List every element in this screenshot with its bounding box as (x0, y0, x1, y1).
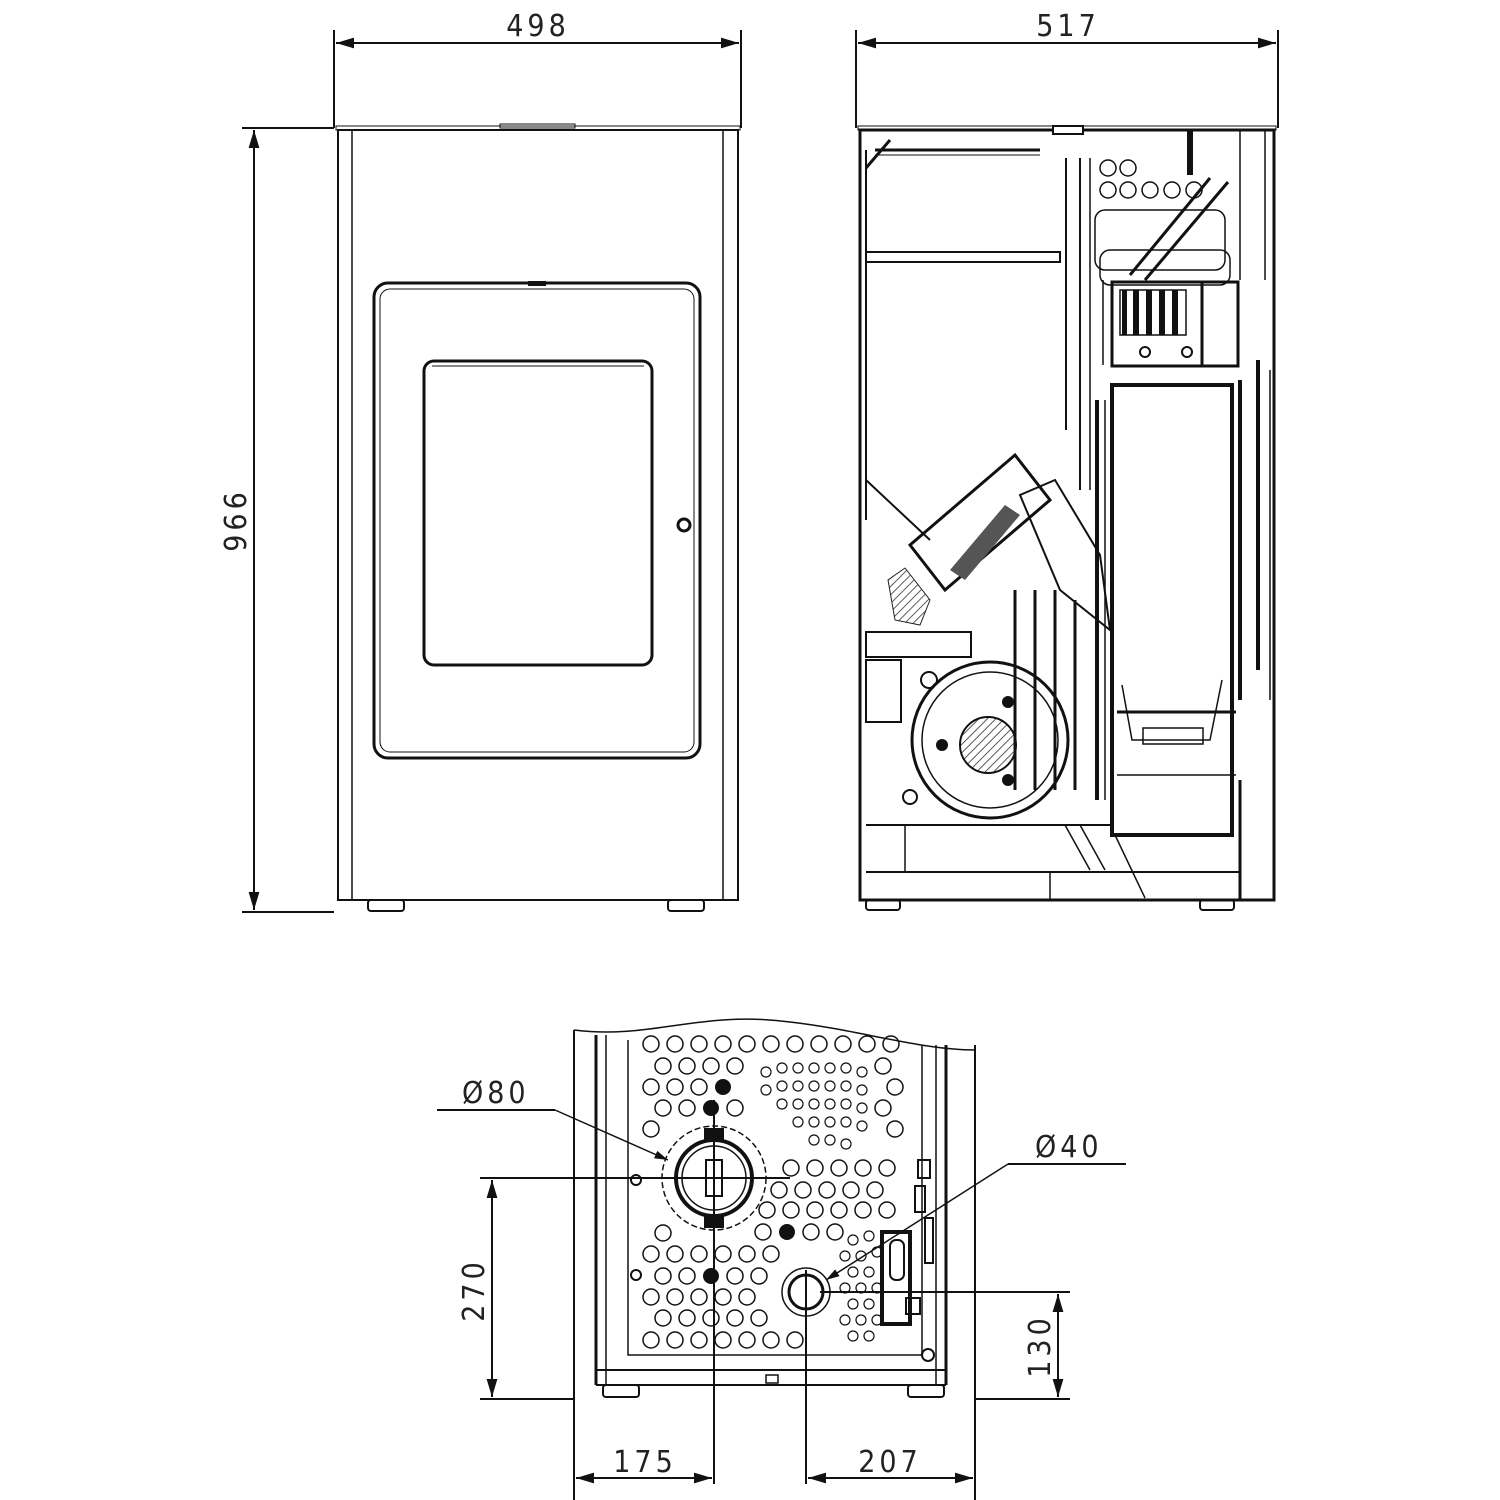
front-height-label: 966 (219, 488, 254, 552)
front-view: 498 966 (219, 9, 742, 913)
fan-housing (865, 631, 1070, 820)
heat-exchanger-tubes (1099, 159, 1203, 199)
vent-holes (630, 1035, 935, 1362)
flue-diameter-label: Ø80 (462, 1076, 530, 1111)
auger-feeder (887, 452, 1112, 633)
side-depth-label: 517 (1036, 9, 1100, 44)
front-width-label: 498 (506, 9, 570, 44)
side-view: 517 (855, 9, 1279, 911)
firebox (1110, 383, 1234, 837)
air-inlet-offset-label: 207 (858, 1445, 922, 1480)
power-socket-panel (880, 1159, 934, 1326)
air-inlet-height-label: 130 (1023, 1314, 1058, 1378)
flue-height-label: 270 (457, 1258, 492, 1322)
door-handle-icon (676, 517, 692, 533)
flue-offset-label: 175 (613, 1445, 677, 1480)
rear-view: 270 130 175 207 Ø80 Ø40 (437, 1018, 1126, 1500)
door-glass (422, 359, 654, 667)
air-inlet-diameter-label: Ø40 (1035, 1130, 1103, 1165)
